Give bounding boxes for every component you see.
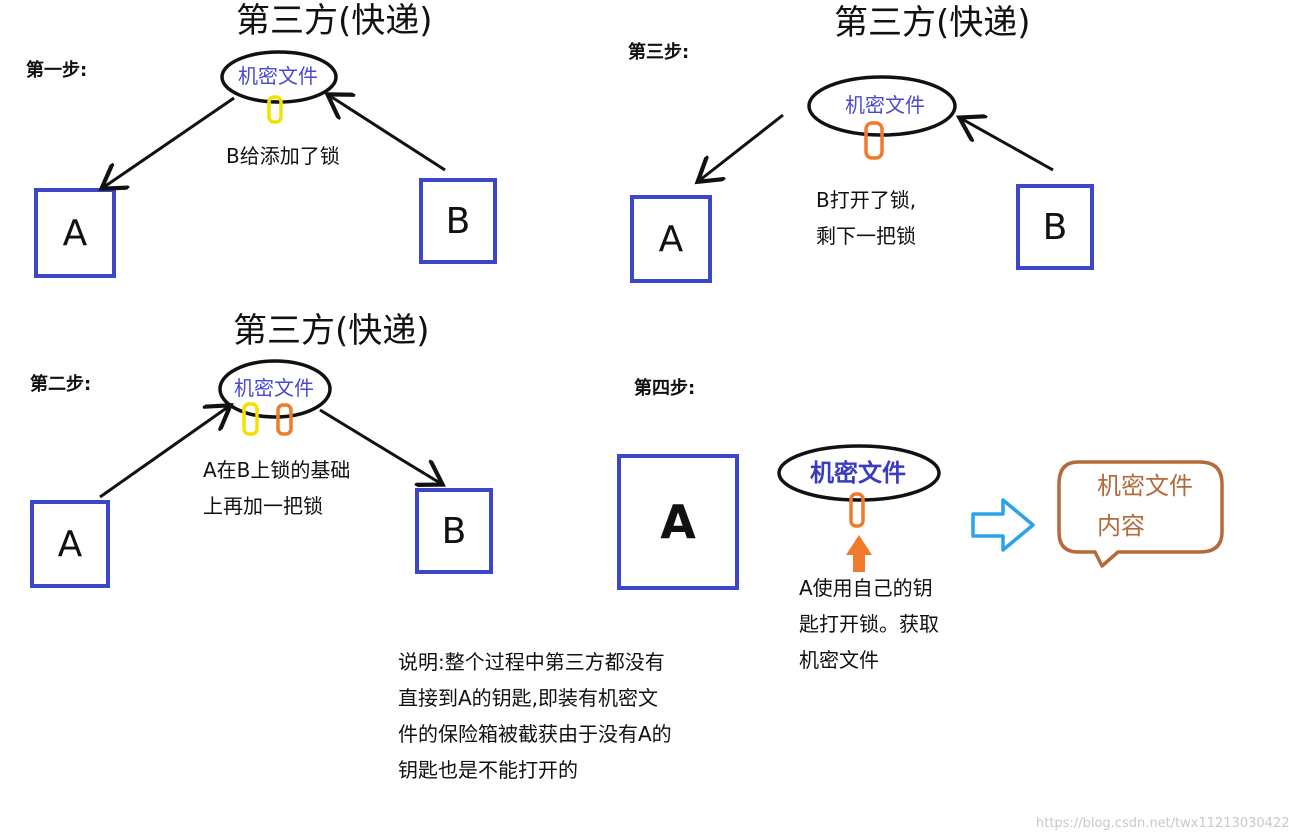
step2-arrow-from-a xyxy=(99,407,228,499)
step3-label: 第三步: xyxy=(628,42,690,63)
explanation-line2: 直接到A的钥匙,即装有机密文 xyxy=(398,686,659,710)
step2-caption-line1: A在B上锁的基础 xyxy=(203,458,351,482)
step3-caption-line2: 剩下一把锁 xyxy=(816,224,916,248)
step4-up-arrow xyxy=(846,535,872,572)
step2-title: 第三方(快递) xyxy=(233,311,430,351)
step3-document-label: 机密文件 xyxy=(845,93,925,117)
step4-caption-line3: 机密文件 xyxy=(799,648,879,672)
step2-node-b: B xyxy=(415,488,493,574)
step4-lock-a xyxy=(849,492,865,528)
step1-caption: B给添加了锁 xyxy=(226,144,340,168)
explanation-line3: 件的保险箱被截获由于没有A的 xyxy=(398,722,672,746)
result-bubble-line2: 内容 xyxy=(1097,512,1145,540)
explanation-line4: 钥匙也是不能打开的 xyxy=(398,758,578,782)
step1-node-b: B xyxy=(419,178,497,264)
step3-node-b: B xyxy=(1016,184,1094,270)
step4-document-label: 机密文件 xyxy=(810,459,906,487)
step1-document-label: 机密文件 xyxy=(238,64,318,88)
step2-caption-line2: 上再加一把锁 xyxy=(203,494,323,518)
step3-title: 第三方(快递) xyxy=(834,3,1031,43)
step1-label: 第一步: xyxy=(26,60,88,81)
step1-lock-b xyxy=(267,95,283,124)
step4-right-arrow xyxy=(971,498,1035,552)
step1-arrow-from-b xyxy=(330,96,446,172)
step2-document-label: 机密文件 xyxy=(234,376,314,400)
step3-caption-line1: B打开了锁, xyxy=(816,188,917,212)
step4-label: 第四步: xyxy=(634,378,696,399)
step3-node-a: A xyxy=(630,195,712,283)
step2-node-a: A xyxy=(30,500,110,588)
step3-arrow-to-a xyxy=(700,113,784,180)
step4-caption-line2: 匙打开锁。获取 xyxy=(799,612,939,636)
step1-title: 第三方(快递) xyxy=(236,1,433,41)
explanation-line1: 说明:整个过程中第三方都没有 xyxy=(398,650,665,674)
step1-node-a: A xyxy=(34,188,116,278)
result-bubble-line1: 机密文件 xyxy=(1097,472,1193,500)
step3-arrow-from-b xyxy=(962,119,1054,172)
step1-arrow-to-a xyxy=(104,96,235,187)
step4-caption-line1: A使用自己的钥 xyxy=(799,576,933,600)
step3-lock-a xyxy=(864,121,884,160)
step4-node-a: A xyxy=(617,454,739,590)
step2-lock-a xyxy=(276,403,293,436)
step2-lock-b xyxy=(242,402,259,436)
watermark: https://blog.csdn.net/twx11213030422 xyxy=(1036,816,1289,831)
step2-label: 第二步: xyxy=(30,374,92,395)
